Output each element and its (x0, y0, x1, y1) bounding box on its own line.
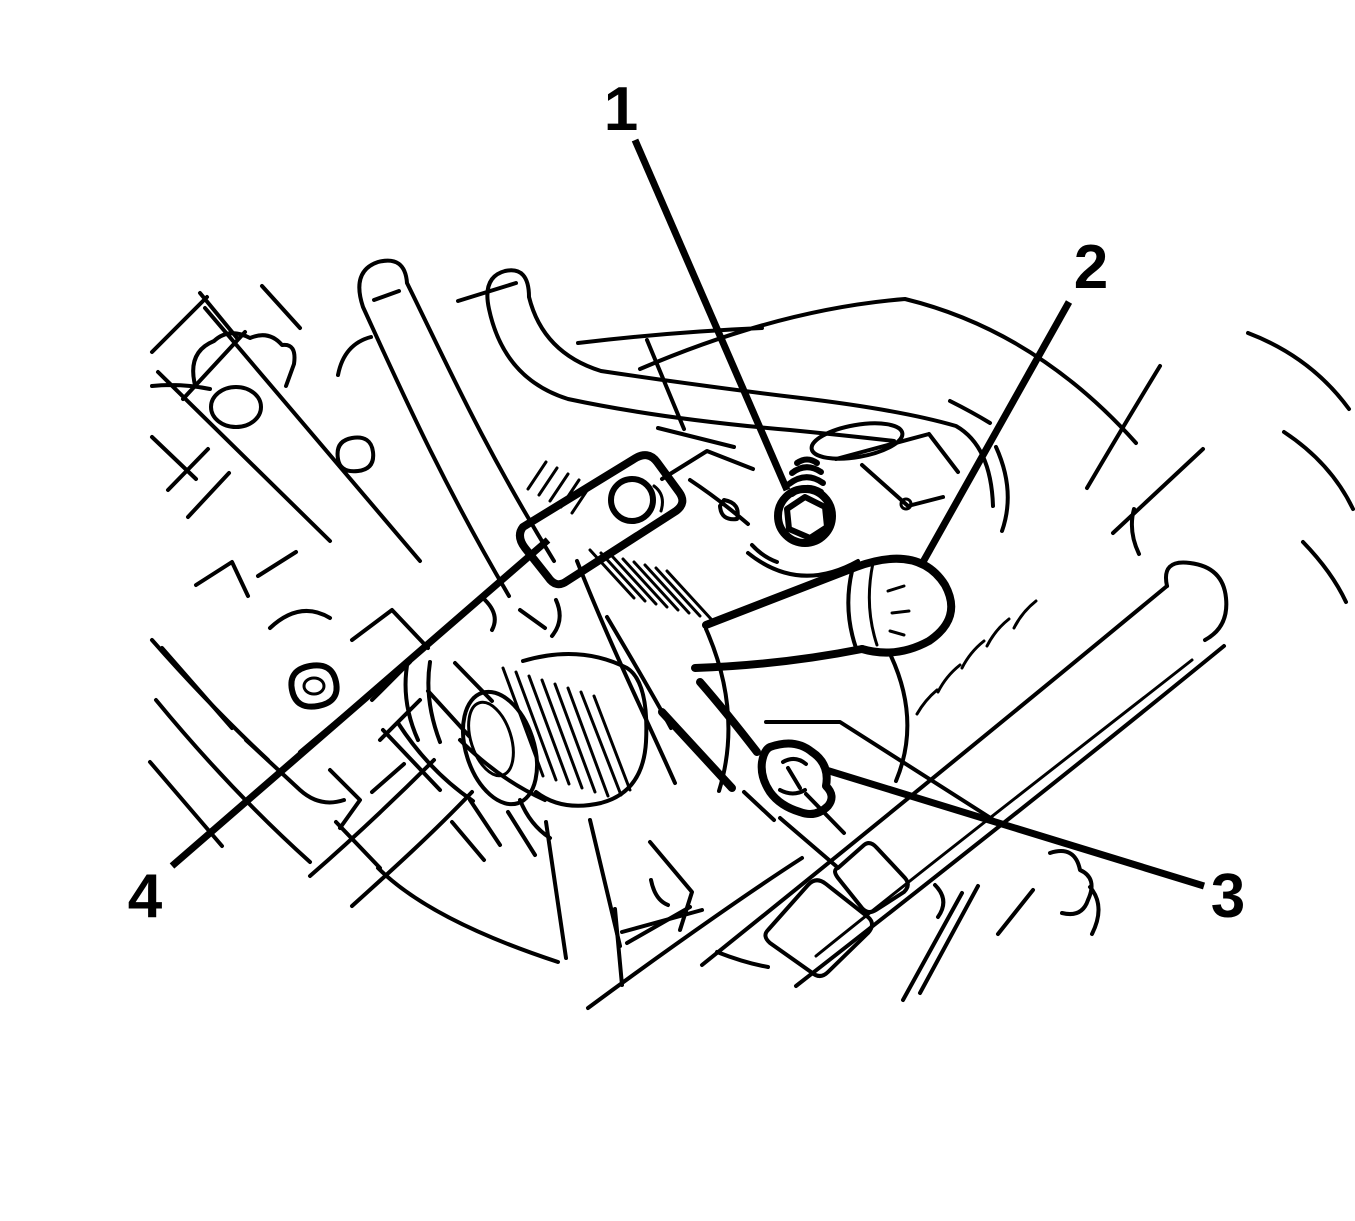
tube-tab (996, 849, 1101, 936)
clip-eyelet-arc (652, 484, 664, 513)
pulley-supports (396, 661, 552, 847)
hose-lower-edge (691, 645, 866, 672)
dipstick-tube (357, 258, 556, 598)
sensor-hex (784, 494, 830, 541)
bolt-bracket-lines (742, 720, 1002, 868)
callout-leaders (169, 138, 1206, 890)
intake-oval (809, 421, 905, 461)
bottom-edges (586, 856, 980, 1010)
lower-hose (658, 678, 761, 792)
conduit-ribs-lower (588, 548, 713, 621)
clip-body (516, 451, 687, 589)
callout-4-leader-line (169, 537, 551, 869)
bottom-brackets (586, 841, 980, 1010)
bracket-rect-b (833, 841, 910, 915)
bolt-item-3 (742, 720, 1002, 868)
tube-cap (1164, 560, 1229, 642)
callout-2-label: 2 (1074, 233, 1108, 302)
hose-upper-edge (702, 554, 956, 657)
callout-3-leader-line (824, 766, 1206, 890)
bolt-washer-lines (778, 757, 808, 796)
tube-top-edge (700, 584, 1169, 967)
engine-line-art (148, 258, 1355, 1010)
belt-lines (150, 638, 547, 908)
callout-1-label: 1 (604, 75, 638, 144)
casting-hole (209, 385, 263, 429)
sensor-item-1 (746, 456, 860, 578)
upper-hose (456, 268, 995, 508)
callout-2-leader-line (919, 300, 1073, 564)
mounting-plate (645, 338, 992, 526)
callout-3-label: 3 (1211, 862, 1245, 931)
callout-labels: 1 2 3 4 (128, 75, 1245, 931)
generator-pulley (396, 652, 649, 847)
hose-elbow-item-2 (691, 554, 956, 672)
callout-1-leader-line (631, 138, 791, 492)
tube-hatch-marks (915, 599, 1038, 716)
plate-bolt-hole (899, 497, 913, 511)
pulley-grooves (501, 666, 632, 798)
tube-bottom-edge (794, 644, 1226, 988)
sensor-thread-coils (786, 456, 826, 497)
right-contour-curves (994, 331, 1355, 604)
hose-end-collar (846, 569, 858, 650)
conduit-ribs-upper (526, 460, 592, 515)
hose-collar-line (867, 561, 879, 647)
grommet-hole (302, 676, 326, 696)
bottom-fan-lines (334, 810, 704, 964)
pulley-face (521, 652, 649, 808)
hose-texture-ticks (886, 584, 911, 637)
bracket-rect-a (763, 878, 874, 978)
top-contour-curves (576, 297, 1138, 445)
grommet (288, 662, 340, 710)
tube-inner-line (814, 658, 1194, 958)
contour-lines-top-left (150, 284, 422, 563)
callout-4-label: 4 (128, 862, 163, 931)
large-tube (700, 560, 1229, 988)
bolt-head (757, 739, 836, 818)
clip-eyelet (608, 476, 656, 524)
